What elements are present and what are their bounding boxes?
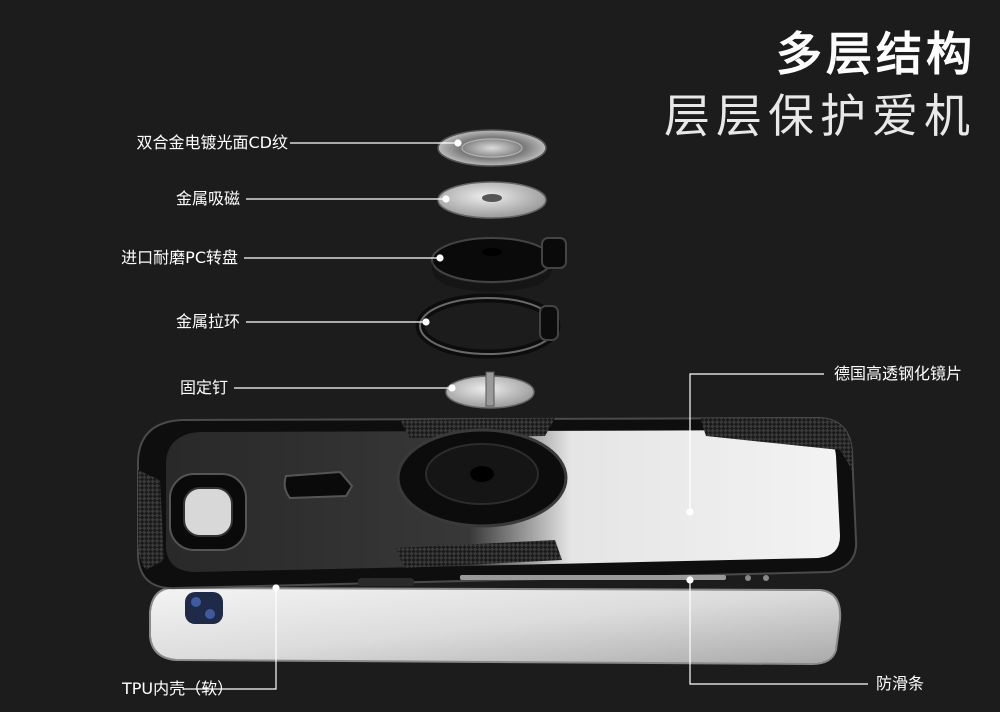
leader-lines	[184, 139, 868, 690]
callout-magnet: 金属吸磁	[175, 189, 240, 208]
metal-magnet	[437, 181, 547, 219]
edge-dot	[745, 575, 751, 581]
callout-turntable: 进口耐磨PC转盘	[121, 248, 238, 267]
sensor-cutout	[283, 470, 354, 500]
callout-cd-disc: 双合金电镀光面CD纹	[136, 133, 289, 152]
callout-pin: 固定钉	[179, 378, 228, 397]
phone-body	[149, 586, 842, 666]
edge-dot	[763, 575, 769, 581]
ring-holder-mounted	[396, 428, 568, 528]
fixing-pin	[445, 371, 535, 409]
side-button	[358, 578, 414, 586]
callout-glass: 德国高透钢化镜片	[834, 364, 963, 383]
callout-anti-slip: 防滑条	[876, 674, 925, 693]
camera-lens-icon	[191, 597, 201, 607]
cd-disc	[437, 129, 547, 167]
page-title: 多层结构	[776, 27, 976, 81]
callout-ring: 金属拉环	[175, 312, 240, 331]
camera-lens-icon	[205, 609, 215, 619]
pc-turntable	[431, 237, 567, 292]
carbon-strip-bottom	[396, 540, 562, 568]
carbon-strip-corner	[700, 418, 852, 470]
page-subtitle: 层层保护爱机	[664, 89, 976, 143]
camera-icon	[185, 592, 223, 624]
anti-slip-strip	[460, 575, 726, 580]
metal-ring	[415, 293, 561, 359]
callout-tpu-shell: TPU内壳（软）	[122, 679, 234, 698]
carbon-strip-side	[138, 470, 164, 570]
